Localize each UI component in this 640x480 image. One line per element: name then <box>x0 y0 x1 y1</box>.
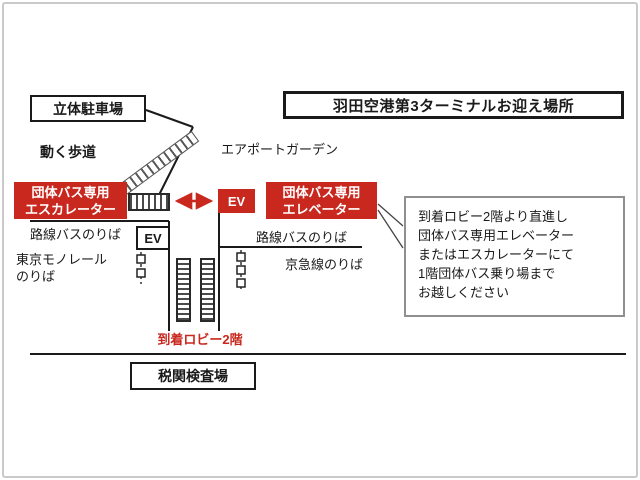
monorail-stop-label: 東京モノレール のりば <box>16 251 107 285</box>
bus-stop-marker-right <box>236 250 246 290</box>
directions-info-box: 到着ロビー2階より直進し 団体バス専用エレベーター またはエスカレーターにて 1… <box>404 196 625 317</box>
group-bus-elevator-box: 団体バス専用 エレベーター <box>266 182 377 219</box>
parking-garage-box: 立体駐車場 <box>30 95 146 122</box>
group-bus-elevator-line2: エレベーター <box>282 201 361 217</box>
airport-garden-label: エアポートガーデン <box>221 142 339 157</box>
keikyu-line-stop-label: 京急線のりば <box>285 257 364 272</box>
stairs-strip-2 <box>200 258 215 322</box>
monorail-stop-line2: のりば <box>16 269 56 284</box>
route-bus-stop-right-label: 路線バスのりば <box>256 230 348 245</box>
directions-line-2: 団体バス専用エレベーター <box>418 228 575 243</box>
arrival-lobby-2f-label: 到着ロビー2階 <box>157 332 243 347</box>
group-bus-escalator-line1: 団体バス専用 <box>31 184 110 200</box>
infobox-pointer-lines <box>377 203 404 249</box>
directions-line-5: お越しください <box>418 285 510 300</box>
page-title: 羽田空港第3ターミナルお迎え場所 <box>283 91 624 119</box>
escalator-strip <box>128 193 170 211</box>
route-bus-stop-left-label: 路線バスのりば <box>30 227 122 242</box>
moving-walkway-label: 動く歩道 <box>40 144 96 160</box>
group-bus-escalator-box: 団体バス専用 エスカレーター <box>14 182 127 219</box>
stairs-strip-1 <box>176 258 191 322</box>
elevator-ev-plain-box: EV <box>136 226 170 250</box>
monorail-stop-line1: 東京モノレール <box>16 252 108 267</box>
group-bus-elevator-line1: 団体バス専用 <box>282 184 361 200</box>
directions-line-3: またはエスカレーターにて <box>418 247 575 262</box>
elevator-ev-red-box: EV <box>218 189 255 213</box>
group-bus-escalator-line2: エスカレーター <box>24 201 116 217</box>
directions-line-1: 到着ロビー2階より直進し <box>418 209 568 224</box>
customs-inspection-box: 税関検査場 <box>130 362 256 390</box>
bus-stop-marker-left <box>136 252 146 284</box>
directions-line-4: 1階団体バス乗り場まで <box>418 266 556 281</box>
